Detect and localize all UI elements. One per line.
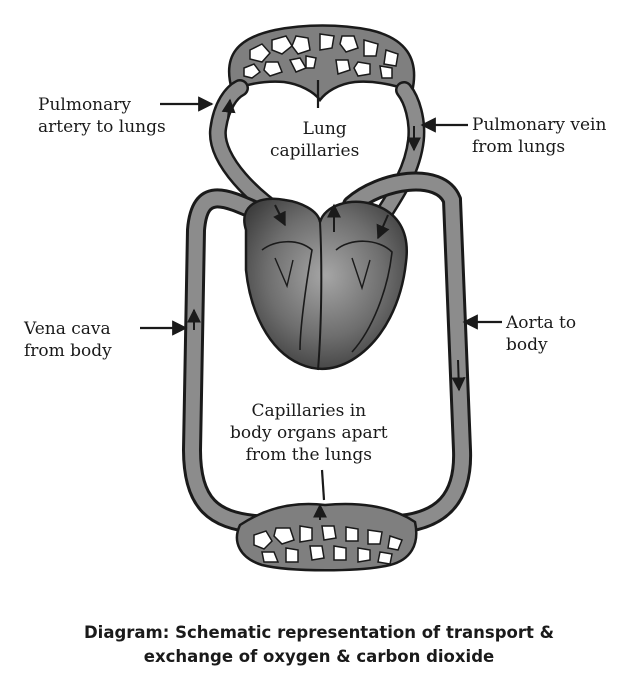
lung-capillary-bed — [227, 24, 416, 103]
aorta-vessel — [342, 171, 473, 534]
body-capillary-bed — [235, 502, 418, 572]
flow-arrows — [187, 98, 466, 520]
circulation-diagram — [140, 24, 502, 572]
label-aorta: Aorta to body — [506, 313, 577, 355]
label-body-capillaries: Capillaries in body organs apart from th… — [230, 401, 388, 465]
heart — [243, 197, 408, 371]
label-vena-cava: Vena cava from body — [24, 319, 112, 361]
leader-lines — [140, 80, 502, 501]
label-lung-capillaries: Lung capillaries — [270, 119, 360, 161]
label-pulmonary-artery: Pulmonary artery to lungs — [38, 95, 166, 137]
label-pulmonary-vein: Pulmonary vein from lungs — [472, 115, 607, 157]
vena-cava-vessel — [181, 188, 282, 534]
diagram-caption: Diagram: Schematic representation of tra… — [83, 623, 554, 666]
